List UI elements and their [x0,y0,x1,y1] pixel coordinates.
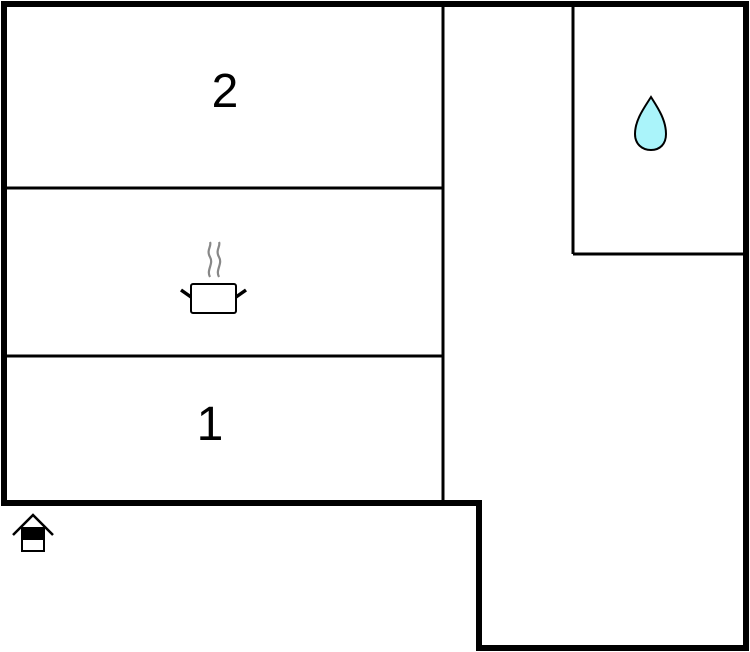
cooking-pot-icon [179,241,248,314]
entrance-house-icon [12,513,54,552]
room-label-bedroom-1: 1 [196,398,224,451]
water-drop-icon [633,95,668,152]
room-label-bedroom-2: 2 [211,65,239,118]
